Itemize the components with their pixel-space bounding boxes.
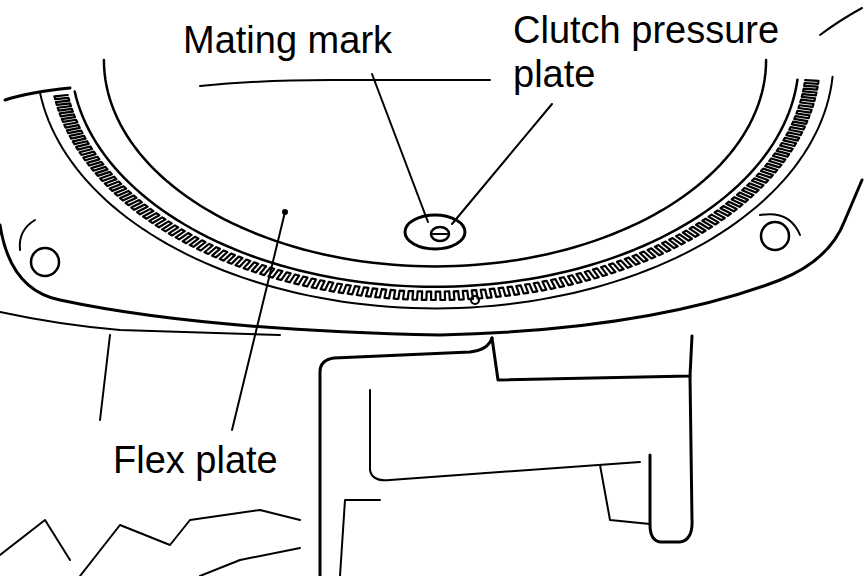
lower-housing: [650, 376, 692, 542]
part-label: Mating mark: [183, 18, 483, 62]
lower-housing: [0, 520, 70, 560]
housing-flange: [0, 312, 280, 335]
flex-plate-edge: [104, 60, 766, 266]
lower-housing: [100, 335, 110, 420]
lower-housing: [200, 548, 300, 576]
housing-edge: [200, 80, 490, 86]
part-label: Clutch pressure plate: [513, 8, 813, 96]
lower-housing: [492, 336, 692, 380]
housing-rim: [40, 77, 833, 309]
part-label: Flex plate: [113, 438, 373, 482]
mating-mark: [431, 227, 449, 241]
housing-edge: [820, 8, 862, 35]
housing-flange: [20, 220, 35, 250]
lower-housing: [80, 510, 300, 576]
leader-line: [372, 74, 428, 222]
leader-line: [452, 104, 552, 224]
lower-housing: [600, 465, 650, 524]
lower-housing: [320, 338, 492, 576]
housing-flange: [760, 214, 800, 235]
bolt-hole: [31, 248, 59, 276]
leader-line: [232, 212, 285, 430]
ring-gear-rim: [75, 80, 798, 287]
bolt-hole: [761, 222, 789, 250]
lower-housing: [340, 500, 380, 576]
mating-mark: [433, 233, 447, 235]
ring-gear: [40, 60, 833, 308]
